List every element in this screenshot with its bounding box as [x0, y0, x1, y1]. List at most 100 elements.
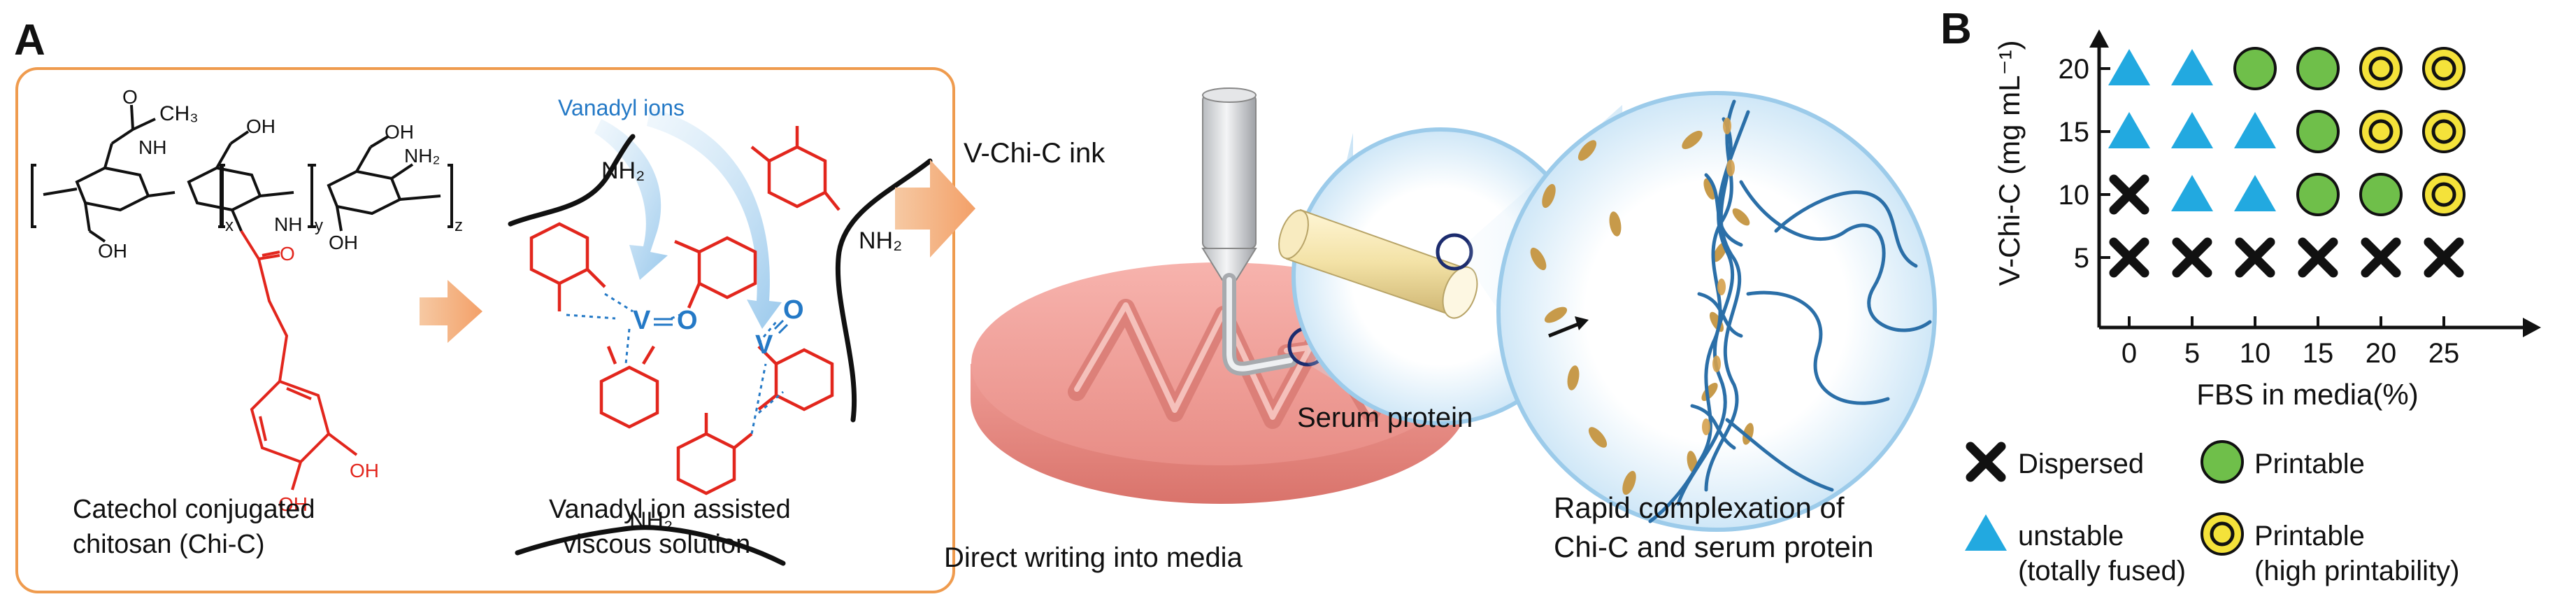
- legend-item-printable: Printable: [2201, 440, 2365, 484]
- data-point-printable_high: [2359, 47, 2403, 90]
- x-tick-label: 5: [2184, 338, 2200, 369]
- ink-label: V-Chi-C ink: [964, 138, 1105, 169]
- data-point-dispersed: [2361, 237, 2401, 278]
- data-point-unstable: [2234, 175, 2276, 211]
- chemistry-frame: [15, 67, 955, 593]
- data-point-printable_high: [2422, 110, 2466, 153]
- data-point-printable: [2296, 110, 2340, 153]
- x-tick-label: 15: [2303, 338, 2334, 369]
- vanadyl-double-bond: [654, 318, 673, 326]
- legend-label: Printable: [2254, 449, 2365, 479]
- oh-label: OH: [246, 115, 276, 137]
- x-axis-arrow: [2523, 318, 2541, 337]
- vanadyl-complex: Vanadyl ions NH₂ NH₂ NH₂ V O V O Vanadyl…: [508, 95, 933, 566]
- acetyl-o-label: O: [122, 86, 138, 108]
- oxo-label: O: [677, 306, 698, 335]
- writing-caption: Direct writing into media: [944, 542, 1243, 573]
- x-mark-icon: [1966, 442, 2006, 482]
- chitosan-caption-line2: chitosan (Chi-C): [73, 530, 265, 559]
- data-point-unstable: [2171, 49, 2213, 85]
- data-point-dispersed: [2424, 237, 2464, 278]
- nh2-label: NH₂: [859, 227, 902, 254]
- oh-label: OH: [98, 240, 127, 262]
- legend-label: (high printability): [2254, 556, 2459, 586]
- data-point-printable: [2233, 47, 2277, 90]
- ch3-label: CH₃: [159, 102, 199, 125]
- chitosan-caption-line1: Catechol conjugated: [73, 495, 315, 524]
- nh2-label: NH₂: [404, 145, 440, 167]
- oxo-label: O: [783, 295, 804, 325]
- legend-item-unstable: unstable(totally fused): [1965, 514, 2186, 586]
- x-tick-label: 0: [2121, 338, 2137, 369]
- data-point-printable_high: [2359, 110, 2403, 153]
- subscript-y: y: [315, 216, 323, 235]
- panel-a-letter: A: [14, 16, 45, 64]
- y-axis-arrow: [2089, 29, 2109, 48]
- chitosan-structure: [31, 104, 453, 491]
- double-circle-icon: [2201, 512, 2244, 556]
- zoom-bubble-complexation: [1496, 91, 1937, 532]
- y-tick-label: 10: [2059, 180, 2090, 211]
- y-tick-label: 20: [2059, 54, 2090, 85]
- data-point-dispersed: [2172, 237, 2212, 278]
- x-tick-label: 25: [2428, 338, 2460, 369]
- step-arrow: [420, 280, 482, 343]
- data-point-printable: [2359, 173, 2403, 216]
- data-point-dispersed: [2109, 237, 2149, 278]
- data-point-unstable: [2171, 112, 2213, 148]
- data-point-dispersed: [2235, 237, 2275, 278]
- data-point-unstable: [2171, 175, 2213, 211]
- complexation-caption-line1: Rapid complexation of: [1554, 491, 1845, 524]
- data-point-unstable: [2108, 112, 2150, 148]
- legend-item-dispersed: Dispersed: [1966, 442, 2144, 482]
- x-axis-label: FBS in media(%): [2196, 378, 2418, 411]
- catechol-oh-label: OH: [278, 493, 308, 515]
- oh-label: OH: [385, 121, 414, 143]
- y-axis-label: V-Chi-C (mg mL⁻¹): [1993, 40, 2026, 286]
- x-tick-label: 10: [2240, 338, 2271, 369]
- legend-label: Dispersed: [2018, 449, 2144, 479]
- x-tick-label: 20: [2366, 338, 2397, 369]
- nh2-label: NH₂: [601, 157, 645, 184]
- vanadyl-caption-line2: viscous solution: [563, 530, 750, 559]
- vanadyl-arrow: [594, 119, 668, 280]
- y-tick-label: 15: [2059, 117, 2090, 148]
- vanadium-label: V: [755, 330, 773, 360]
- catechol-oh-label: OH: [350, 460, 379, 481]
- data-point-printable: [2296, 47, 2340, 90]
- legend-label: (totally fused): [2018, 556, 2186, 586]
- data-point-dispersed: [2298, 237, 2338, 278]
- data-point-printable: [2296, 173, 2340, 216]
- data-point-unstable: [2108, 49, 2150, 85]
- nh-label: NH: [138, 136, 166, 158]
- data-point-dispersed: [2109, 174, 2149, 215]
- chitosan-labels: CH₃ NH O OH OH OH OH NH NH₂ x y z O OH O…: [73, 86, 463, 559]
- syringe-barrel: [1202, 94, 1257, 249]
- data-point-unstable: [2234, 112, 2276, 148]
- oh-label: OH: [329, 232, 358, 253]
- nh2-label: NH₂: [629, 507, 673, 534]
- triangle-icon: [1965, 514, 2007, 551]
- vanadyl-arrow: [647, 108, 782, 329]
- serum-protein-particles: [1530, 130, 1754, 495]
- process-arrow: [895, 160, 975, 258]
- legend-label: Printable: [2254, 521, 2365, 551]
- vanadyl-double-bond: [773, 319, 789, 334]
- panel-b-letter: B: [1940, 5, 1972, 53]
- data-point-printable_high: [2422, 47, 2466, 90]
- complexation-caption-line2: Chi-C and serum protein: [1554, 530, 1874, 563]
- serum-protein-label: Serum protein: [1297, 402, 1473, 433]
- y-tick-label: 5: [2074, 243, 2089, 274]
- chitosan-chains: [1648, 99, 1932, 523]
- legend-item-printable_high: Printable (high printability): [2201, 512, 2459, 586]
- carbonyl-o-label: O: [280, 243, 295, 265]
- subscript-x: x: [225, 216, 234, 235]
- vanadyl-ions-label: Vanadyl ions: [558, 95, 685, 120]
- vanadium-label: V: [633, 306, 651, 335]
- circle-icon: [2201, 440, 2244, 484]
- data-point-printable_high: [2422, 173, 2466, 216]
- vanadyl-caption-line1: Vanadyl ion assisted: [549, 495, 791, 524]
